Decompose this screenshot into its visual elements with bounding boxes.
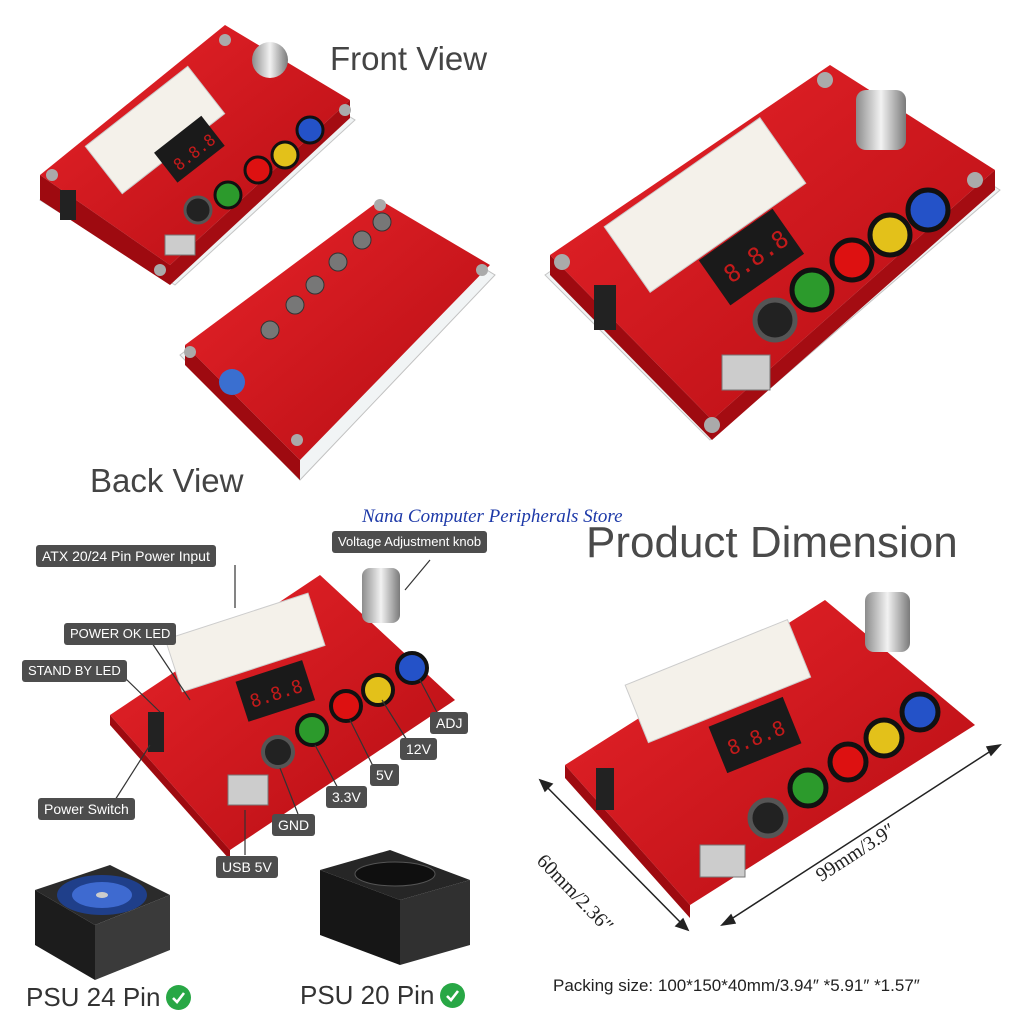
checkmark-icon	[166, 985, 192, 1010]
callout-12v: 12V	[400, 738, 437, 760]
callout-voltage-knob: Voltage Adjustment knob	[332, 531, 488, 553]
angled-view-board: 8.8.8	[544, 65, 1001, 441]
front-view-title: Front View	[330, 40, 488, 77]
annotated-board: 8.8.8	[110, 568, 455, 860]
psu-24-text: PSU 24 Pin	[26, 982, 161, 1012]
psu-20-text: PSU 20 Pin	[300, 980, 435, 1010]
psu-24-image	[35, 865, 170, 980]
callout-power-ok-led: POWER OK LED	[64, 623, 177, 645]
callout-5v: 5V	[370, 764, 400, 786]
psu-24-label: PSU 24 Pin	[26, 982, 192, 1013]
callout-power-switch: Power Switch	[38, 798, 135, 820]
psu-20-label: PSU 20 Pin	[300, 980, 466, 1011]
callout-usb-5v: USB 5V	[216, 856, 278, 878]
store-watermark: Nana Computer Peripherals Store	[362, 506, 623, 527]
callout-gnd: GND	[272, 814, 316, 836]
callout-atx-input: ATX 20/24 Pin Power Input	[36, 545, 216, 567]
callout-leaders	[114, 559, 441, 855]
packing-size: Packing size: 100*150*40mm/3.94″ *5.91″ …	[553, 976, 920, 995]
product-dimension-title: Product Dimension	[586, 518, 958, 567]
callout-adj: ADJ	[430, 712, 469, 734]
dimension-arrows	[538, 743, 1002, 932]
checkmark-icon	[440, 983, 466, 1008]
back-view-title: Back View	[90, 462, 244, 499]
callout-standby-led: STAND BY LED	[22, 660, 127, 682]
front-view-board: 8.8.8	[39, 25, 356, 286]
callout-3v3: 3.3V	[326, 786, 367, 808]
psu-20-image	[320, 850, 470, 965]
back-view-board	[179, 199, 496, 481]
dimension-board: 8.8.8	[565, 592, 975, 918]
